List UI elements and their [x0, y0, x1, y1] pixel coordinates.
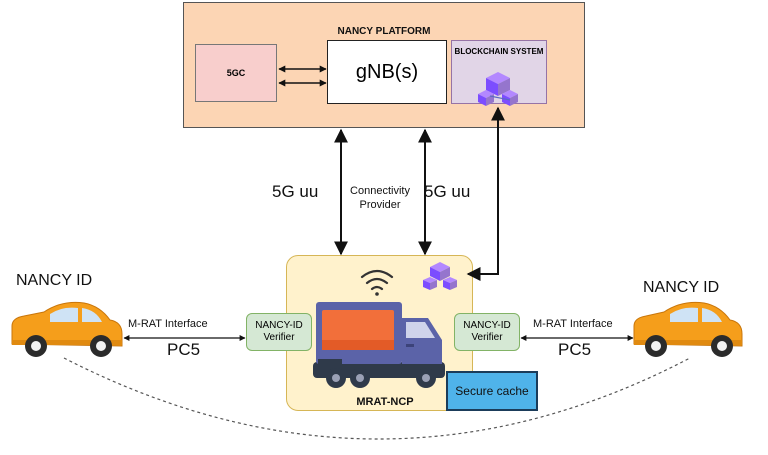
right-pc5-label: PC5: [558, 340, 592, 359]
left-car-icon: [11, 301, 123, 357]
secure-cache-box: Secure cache: [446, 371, 538, 411]
uu-right-label: 5G uu: [424, 182, 471, 201]
mrat-ncp-label: MRAT-NCP: [356, 396, 414, 408]
gnb-box: gNB(s): [327, 40, 447, 104]
blockchain-link-arrow: [466, 106, 505, 281]
left-nancy-id-label: NANCY ID: [16, 272, 93, 289]
left-pc5-label: PC5: [167, 340, 201, 359]
connectivity-provider-label: Connectivity Provider: [350, 185, 410, 211]
right-mrat-interface-label: M-RAT Interface: [533, 318, 613, 330]
ncp-blockchain-icon: [423, 262, 457, 290]
right-nancy-id-label: NANCY ID: [643, 279, 720, 296]
right-car-icon: [633, 301, 743, 357]
uu-left-label: 5G uu: [272, 182, 319, 201]
verifier-left: NANCY-ID Verifier: [246, 313, 312, 351]
blockchain-icon: [478, 72, 518, 106]
verifier-right: NANCY-ID Verifier: [454, 313, 520, 351]
5gc-box: 5GC: [195, 44, 277, 102]
truck-icon: [313, 302, 445, 388]
left-mrat-interface-label: M-RAT Interface: [128, 318, 208, 330]
platform-title: NANCY PLATFORM: [337, 26, 431, 37]
core-gnb-links: [278, 65, 327, 87]
dashed-arc: [63, 357, 691, 440]
blockchain-system-label: BLOCKCHAIN SYSTEM: [454, 47, 544, 56]
wifi-icon: [360, 269, 394, 296]
